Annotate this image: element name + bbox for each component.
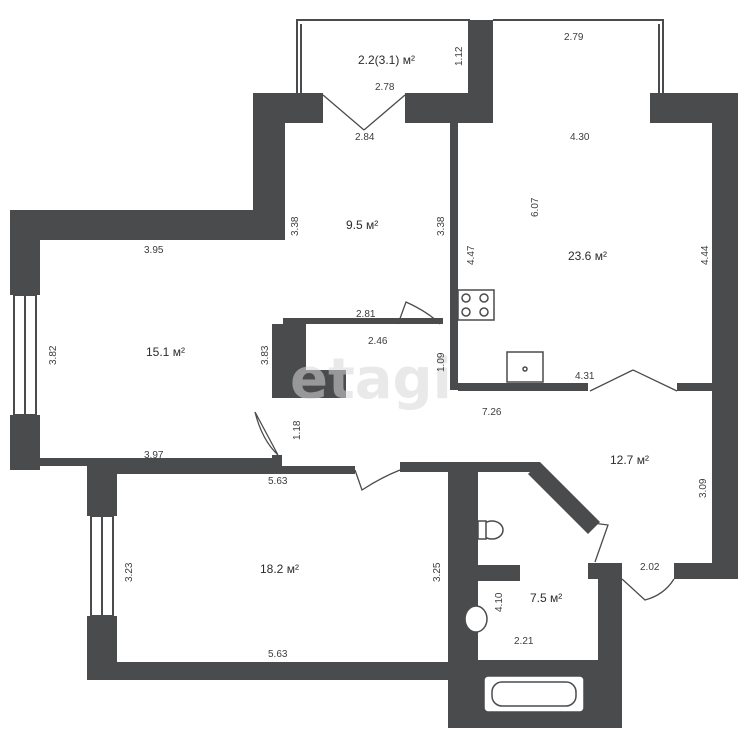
dim-label: 2.81 xyxy=(356,309,376,320)
dim-label: 2.21 xyxy=(514,636,534,647)
dim-label: 2.02 xyxy=(640,562,660,573)
dim-label: 2.84 xyxy=(355,132,375,143)
dim-label: 4.44 xyxy=(700,245,711,265)
dim-label: 3.23 xyxy=(124,562,135,582)
dim-label: 3.83 xyxy=(260,345,271,365)
area-bedroom: 9.5 м² xyxy=(346,218,378,232)
balcony-frame xyxy=(296,19,664,93)
dim-label: 4.31 xyxy=(575,371,595,382)
area-bathroom: 7.5 м² xyxy=(530,591,562,605)
dim-label: 6.07 xyxy=(530,197,541,217)
dim-label: 5.63 xyxy=(268,476,288,487)
walls xyxy=(10,20,738,728)
dim-label: 1.09 xyxy=(436,352,447,372)
area-balcony: 2.2(3.1) м² xyxy=(358,53,415,67)
dim-label: 2.78 xyxy=(375,82,395,93)
watermark: etagi xyxy=(290,347,452,412)
area-room: 18.2 м² xyxy=(260,562,299,576)
dim-label: 5.63 xyxy=(268,649,288,660)
dim-label: 2.46 xyxy=(368,336,388,347)
dim-label: 3.82 xyxy=(48,345,59,365)
area-hall: 12.7 м² xyxy=(610,453,649,467)
dim-label: 4.30 xyxy=(570,132,590,143)
dim-label: 3.38 xyxy=(290,216,301,236)
dim-label: 3.09 xyxy=(698,478,709,498)
dim-label: 3.95 xyxy=(144,245,164,256)
dim-label: 1.12 xyxy=(454,46,465,66)
dim-label: 2.79 xyxy=(564,32,584,43)
dim-label: 1.18 xyxy=(292,420,303,440)
dim-label: 4.47 xyxy=(466,245,477,265)
doors xyxy=(254,94,678,601)
area-kitchen: 23.6 м² xyxy=(568,249,607,263)
dim-label: 7.26 xyxy=(482,407,502,418)
area-living: 15.1 м² xyxy=(146,345,185,359)
dim-label: 3.25 xyxy=(432,562,443,582)
fixtures xyxy=(457,289,585,713)
dim-label: 4.10 xyxy=(494,592,505,612)
windows xyxy=(13,294,114,617)
dim-label: 3.38 xyxy=(436,216,447,236)
dim-label: 3.97 xyxy=(144,450,164,461)
